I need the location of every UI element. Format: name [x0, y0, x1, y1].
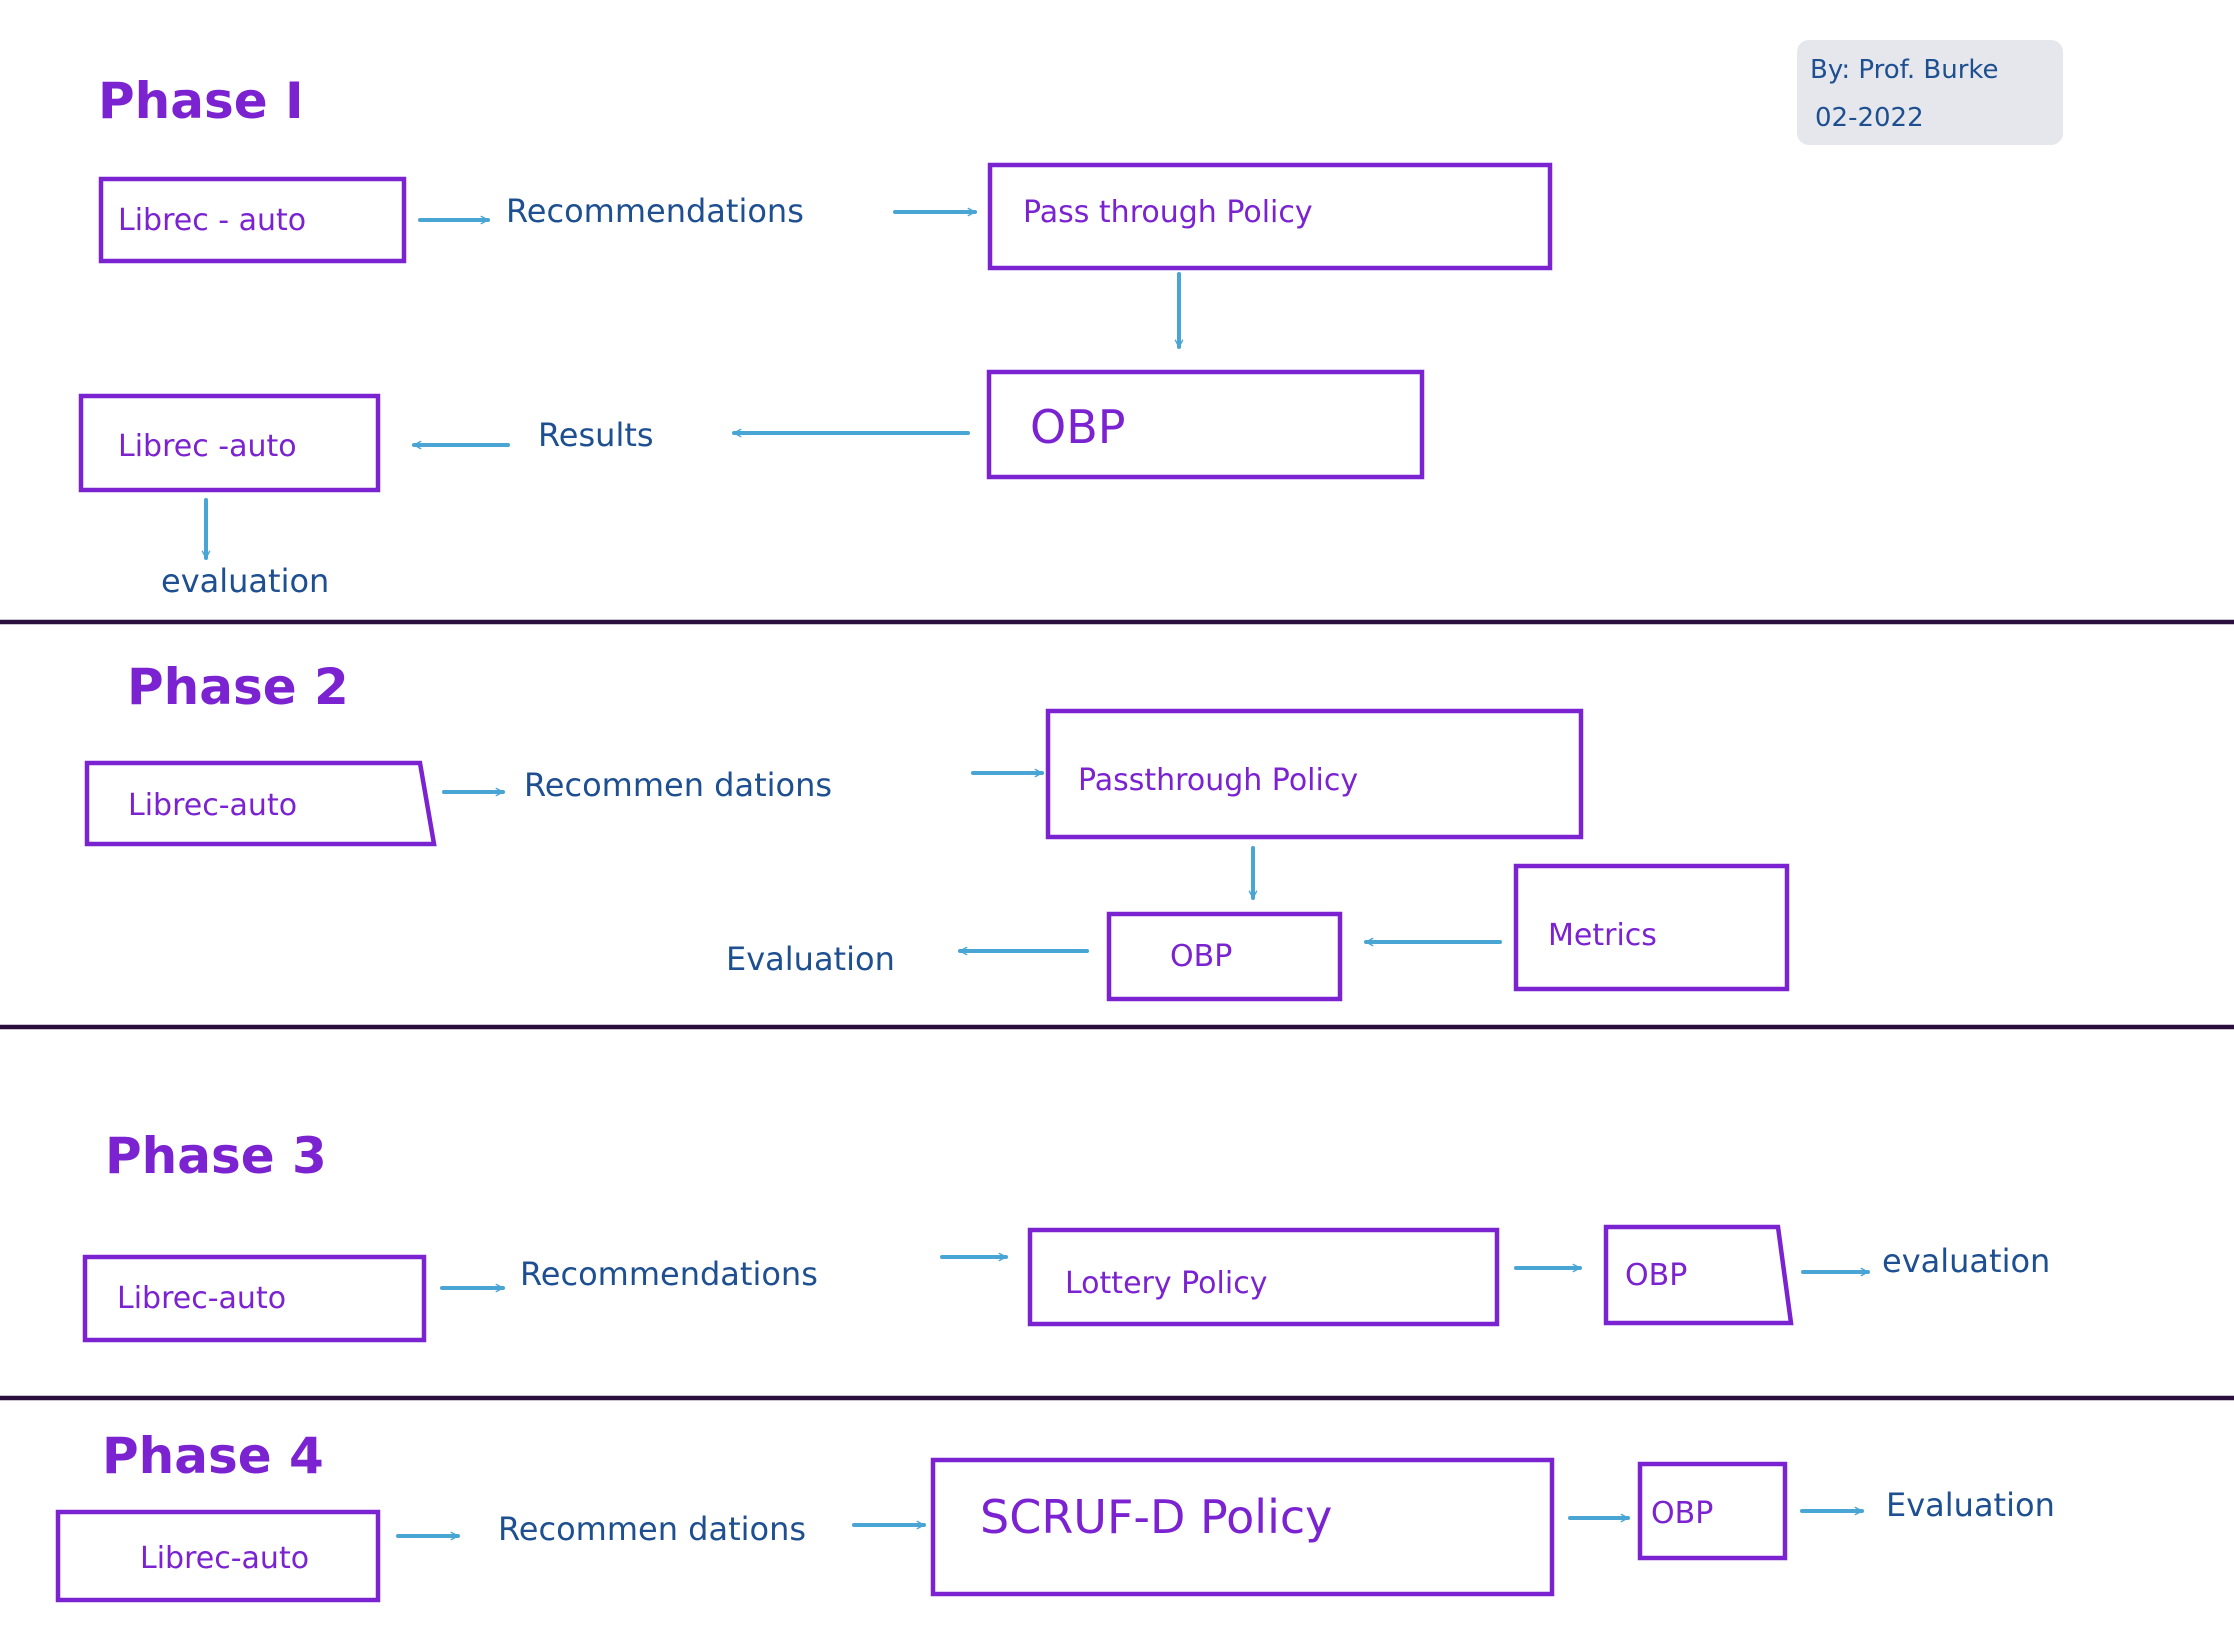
phase-2-title: Phase 2: [127, 658, 349, 716]
phase-1-policy-box: [987, 162, 1553, 271]
phase-1-librec-return-label: Librec -auto: [118, 429, 297, 464]
phase-1-obp-label: OBP: [1030, 400, 1126, 454]
phase-3-recommendations-label: Recommendations: [520, 1255, 818, 1293]
phase-3-policy-label: Lottery Policy: [1065, 1266, 1267, 1301]
phase-1-obp-box: [986, 369, 1425, 480]
phase-4-librec-label: Librec-auto: [140, 1541, 309, 1576]
phase-1-recommendations-label: Recommendations: [506, 192, 804, 230]
phase-1-librec-return-box: [78, 393, 381, 493]
phase-2-policy-box: [1045, 708, 1584, 840]
phase-3-librec-label: Librec-auto: [117, 1281, 286, 1316]
phase-3-obp-label: OBP: [1625, 1258, 1687, 1293]
phase-4-policy-box: [930, 1457, 1555, 1597]
phase-3-section: Phase 3 Librec-auto Recommendations Lott…: [82, 1127, 2050, 1343]
phase-2-metrics-box: [1513, 863, 1790, 992]
phase-4-section: Phase 4 Librec-auto Recommen dations SCR…: [55, 1427, 2055, 1603]
phase-3-librec-box: [82, 1254, 427, 1343]
phase-1-librec-label: Librec - auto: [118, 203, 306, 238]
phase-3-title: Phase 3: [105, 1127, 327, 1185]
phase-2-evaluation-label: Evaluation: [726, 940, 895, 978]
phase-2-recommendations-label: Recommen dations: [524, 766, 832, 804]
phase-4-policy-label: SCRUF-D Policy: [980, 1490, 1332, 1544]
phase-2-policy-label: Passthrough Policy: [1078, 763, 1358, 798]
author-note-background: [1797, 40, 2063, 145]
phase-2-librec-box: [84, 760, 437, 847]
phase-1-evaluation-label: evaluation: [161, 562, 329, 600]
phase-4-obp-box: [1637, 1461, 1788, 1561]
phase-3-policy-box: [1027, 1227, 1500, 1327]
author-note: By: Prof. Burke 02-2022: [1797, 40, 2063, 145]
phase-4-evaluation-label: Evaluation: [1886, 1486, 2055, 1524]
phase-2-obp-label: OBP: [1170, 939, 1232, 974]
phase-4-recommendations-label: Recommen dations: [498, 1510, 806, 1548]
phase-4-title: Phase 4: [102, 1427, 324, 1485]
author-note-line1: By: Prof. Burke: [1810, 55, 1999, 85]
phase-2-librec-label: Librec-auto: [128, 788, 297, 823]
phase-1-policy-label: Pass through Policy: [1023, 195, 1313, 230]
phase-1-librec-box: [98, 176, 407, 264]
phase-1-section: Phase I Librec - auto Recommendations Pa…: [78, 72, 1553, 600]
phase-2-metrics-label: Metrics: [1548, 918, 1657, 953]
phase-3-obp-box: [1603, 1224, 1794, 1326]
phase-2-obp-box: [1106, 911, 1343, 1002]
phase-1-title: Phase I: [98, 72, 304, 130]
phase-3-evaluation-label: evaluation: [1882, 1242, 2050, 1280]
phase-2-section: Phase 2 Librec-auto Recommen dations Pas…: [84, 658, 1790, 1002]
phase-1-results-label: Results: [538, 416, 654, 454]
author-note-line2: 02-2022: [1815, 103, 1924, 133]
phase-4-librec-box: [55, 1509, 381, 1603]
phase-4-obp-label: OBP: [1651, 1496, 1713, 1531]
